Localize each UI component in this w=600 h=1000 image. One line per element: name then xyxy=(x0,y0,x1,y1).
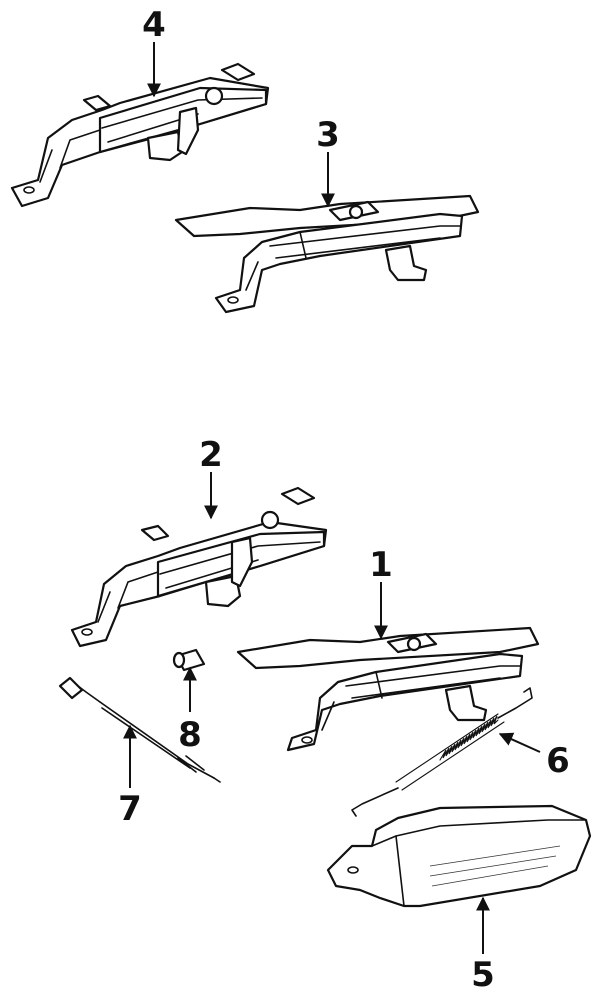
callout-2: 2 xyxy=(199,435,223,520)
spring-part-6 xyxy=(351,687,533,817)
seat-track-part-1 xyxy=(236,626,540,752)
seat-track-part-4 xyxy=(10,62,270,208)
cover-part-5 xyxy=(326,804,592,908)
callout-label-4: 4 xyxy=(142,5,166,45)
callout-label-2: 2 xyxy=(199,435,223,475)
seat-track-part-2 xyxy=(70,486,328,648)
cap-part-8 xyxy=(172,648,206,672)
callout-8: 8 xyxy=(178,666,202,755)
callout-5: 5 xyxy=(471,896,495,995)
callout-label-8: 8 xyxy=(178,715,202,755)
cable-part-7 xyxy=(58,676,221,783)
callout-7: 7 xyxy=(118,724,142,829)
callout-4: 4 xyxy=(142,5,166,98)
callout-1: 1 xyxy=(369,545,393,640)
callout-label-1: 1 xyxy=(369,545,393,585)
leader-line-6 xyxy=(498,732,541,753)
callout-label-5: 5 xyxy=(471,955,495,995)
callout-label-3: 3 xyxy=(316,115,340,155)
callout-label-7: 7 xyxy=(118,789,142,829)
callout-label-6: 6 xyxy=(546,741,570,781)
seat-track-part-3 xyxy=(174,194,480,314)
callout-3: 3 xyxy=(316,115,340,208)
callout-6: 6 xyxy=(498,732,570,781)
